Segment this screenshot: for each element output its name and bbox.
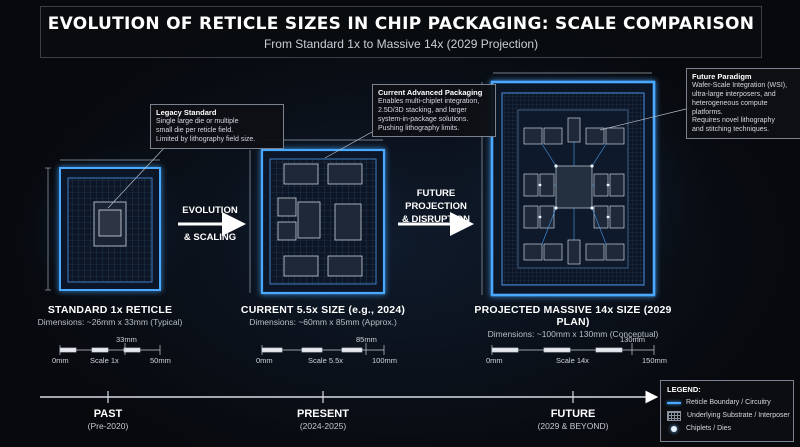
scale-bar-1x bbox=[59, 343, 161, 355]
scale-label: Scale 14x bbox=[556, 356, 589, 365]
callout-legacy: Legacy Standard Single large die or mult… bbox=[150, 104, 284, 149]
timeline-label: PRESENT bbox=[297, 408, 349, 420]
arrow-label-evolution: EVOLUTION & SCALING bbox=[172, 205, 248, 245]
scale-end: 150mm bbox=[642, 356, 668, 365]
reticle-5-5x-label: CURRENT 5.5x SIZE (e.g., 2024) Dimension… bbox=[228, 304, 418, 327]
reticle-14x bbox=[433, 55, 713, 325]
scale-end: 100mm bbox=[372, 356, 398, 365]
callout-legacy-line: small die per reticle field. bbox=[156, 127, 234, 135]
reticle-title: CURRENT 5.5x SIZE (e.g., 2024) bbox=[240, 304, 406, 316]
reticle-1x bbox=[14, 140, 204, 320]
timeline-label: PAST bbox=[93, 408, 123, 420]
arrow-label-line: & DISRUPTION bbox=[401, 213, 471, 225]
arrow-label-line: FUTURE bbox=[416, 188, 456, 199]
timeline-present: PRESENT (2024-2025) bbox=[273, 408, 373, 431]
legend: LEGEND: Reticle Boundary / Circuitry Und… bbox=[660, 380, 794, 442]
scale-end: 50mm bbox=[150, 356, 171, 365]
scale-bar-5-5x bbox=[261, 343, 385, 355]
callout-legacy-line: Single large die or multiple bbox=[156, 118, 239, 126]
callout-current-line: Enables multi-chiplet integration, bbox=[378, 98, 480, 106]
scale-start: 0mm bbox=[52, 356, 69, 365]
timeline-future: FUTURE (2029 & BEYOND) bbox=[518, 408, 628, 431]
callout-current: Current Advanced Packaging Enables multi… bbox=[372, 84, 496, 138]
arrow-label-line: EVOLUTION bbox=[182, 205, 238, 216]
callout-future-line: heterogeneous compute platforms. bbox=[692, 99, 768, 116]
callout-future: Future Paradigm Wafer-Scale Integration … bbox=[686, 68, 800, 139]
scale-mark: 85mm bbox=[356, 335, 377, 344]
callout-future-title: Future Paradigm bbox=[692, 72, 752, 81]
legend-item: Underlying Substrate / Interposer bbox=[667, 410, 793, 421]
legend-title: LEGEND: bbox=[667, 385, 701, 394]
reticle-dimensions: Dimensions: ~60mm x 85mm (Approx.) bbox=[249, 317, 397, 327]
legend-item-label: Reticle Boundary / Circuitry bbox=[686, 399, 771, 406]
callout-future-line: ultra-large interposers, and bbox=[692, 91, 776, 99]
page-subtitle: From Standard 1x to Massive 14x (2029 Pr… bbox=[263, 37, 539, 51]
scale-mark: 33mm bbox=[116, 335, 137, 344]
arrow-label-line: PROJECTION bbox=[405, 200, 467, 212]
callout-legacy-title: Legacy Standard bbox=[156, 108, 217, 117]
scale-mark: 130mm bbox=[620, 335, 646, 344]
title-banner: EVOLUTION OF RETICLE SIZES IN CHIP PACKA… bbox=[40, 6, 762, 58]
reticle-1x-label: STANDARD 1x RETICLE Dimensions: ~26mm x … bbox=[20, 304, 200, 327]
timeline-sub: (Pre-2020) bbox=[87, 421, 129, 431]
page-title: EVOLUTION OF RETICLE SIZES IN CHIP PACKA… bbox=[47, 14, 755, 34]
legend-item: Chiplets / Dies bbox=[667, 423, 793, 434]
arrow-label-projection: FUTURE PROJECTION & DISRUPTION bbox=[392, 188, 480, 226]
reticle-title: PROJECTED MASSIVE 14x SIZE (2029 PLAN) bbox=[474, 304, 672, 328]
legend-item-label: Chiplets / Dies bbox=[686, 425, 732, 432]
callout-legacy-line: Limited by lithography field size. bbox=[156, 135, 256, 143]
reticle-boundary-swatch-icon bbox=[667, 401, 681, 404]
scale-label: Scale 1x bbox=[90, 356, 119, 365]
reticle-dimensions: Dimensions: ~100mm x 130mm (Conceptual) bbox=[487, 329, 659, 339]
callout-current-line: system-in-package solutions. bbox=[378, 115, 469, 123]
reticle-5-5x bbox=[213, 112, 433, 332]
callout-current-title: Current Advanced Packaging bbox=[378, 88, 483, 97]
chiplet-dot-swatch-icon bbox=[671, 425, 677, 432]
callout-current-line: Pushing lithography limits. bbox=[378, 124, 460, 132]
substrate-grid-swatch-icon bbox=[667, 410, 681, 421]
scale-bar-14x bbox=[491, 343, 655, 355]
reticle-14x-label: PROJECTED MASSIVE 14x SIZE (2029 PLAN) D… bbox=[458, 304, 688, 339]
timeline bbox=[40, 390, 659, 404]
scale-start: 0mm bbox=[256, 356, 273, 365]
timeline-sub: (2029 & BEYOND) bbox=[537, 421, 609, 431]
timeline-label: FUTURE bbox=[550, 408, 596, 420]
legend-item-label: Underlying Substrate / Interposer bbox=[687, 412, 790, 419]
arrow-label-line: & SCALING bbox=[183, 231, 237, 243]
callout-current-line: 2.5D/3D stacking, and larger bbox=[378, 107, 467, 115]
timeline-sub: (2024-2025) bbox=[299, 421, 347, 431]
legend-item: Reticle Boundary / Circuitry bbox=[667, 397, 793, 408]
scale-label: Scale 5.5x bbox=[308, 356, 344, 365]
callout-future-line: Wafer-Scale Integration (WSI), bbox=[692, 82, 788, 90]
callout-future-line: and stitching techniques. bbox=[692, 126, 770, 134]
scale-start: 0mm bbox=[486, 356, 503, 365]
callout-future-line: Requires novel lithography bbox=[692, 117, 775, 125]
reticle-dimensions: Dimensions: ~26mm x 33mm (Typical) bbox=[37, 317, 183, 327]
reticle-title: STANDARD 1x RETICLE bbox=[47, 304, 173, 316]
timeline-past: PAST (Pre-2020) bbox=[58, 408, 158, 431]
